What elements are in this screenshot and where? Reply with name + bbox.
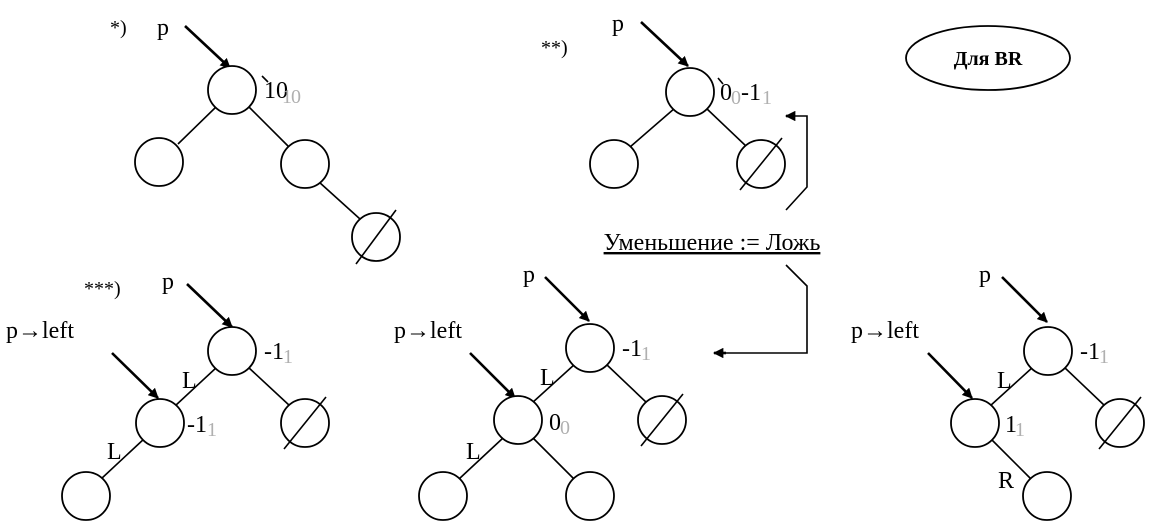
panel-4-root-balance: -1 bbox=[622, 336, 642, 362]
panel-5-edge-root-left bbox=[989, 366, 1034, 407]
panel-1-root-balance-ghost: 1 bbox=[282, 86, 292, 108]
panel-1-edge-right-right bbox=[318, 181, 361, 220]
panel-2-tick bbox=[717, 77, 724, 85]
panel-5-root-node bbox=[1023, 326, 1073, 376]
panel-2-pointer-label: p bbox=[612, 11, 624, 37]
panel-4-null-slash bbox=[640, 393, 684, 447]
panel-4-left-node bbox=[493, 395, 543, 445]
panel-3-null-slash bbox=[283, 396, 327, 450]
panel-4-edge-label-root-left: L bbox=[540, 365, 555, 391]
panel-4: p p→left -1 1 0 0 L L bbox=[394, 262, 687, 521]
panel-1-left-node bbox=[134, 137, 184, 187]
panel-2-edge-root-right bbox=[705, 107, 748, 148]
panel-4-left-balance: 0 bbox=[549, 410, 561, 436]
panel-5-root-balance-ghost: 1 bbox=[1099, 346, 1109, 368]
panel-3-root-balance-ghost: 1 bbox=[283, 346, 293, 368]
panel-3-left-pointer-arrow bbox=[111, 352, 159, 399]
panel-3-edge-root-right bbox=[247, 366, 291, 407]
panel-3-edge-root-left bbox=[174, 366, 218, 407]
panel-2-marker: **) bbox=[541, 37, 568, 59]
panel-5-leftright-node bbox=[1022, 471, 1072, 521]
panel-5-null-slash bbox=[1098, 396, 1142, 450]
panel-4-leftright-node bbox=[565, 471, 615, 521]
panel-5-edge-root-right bbox=[1063, 366, 1106, 407]
panel-2-null-slash bbox=[739, 137, 783, 191]
panel-1-pointer-arrow bbox=[184, 25, 231, 69]
panel-1-right-node bbox=[280, 139, 330, 189]
panel-2-root-balance-old-ghost: 0 bbox=[731, 87, 741, 109]
panel-4-edge-left-right bbox=[532, 437, 575, 480]
panel-4-leftleft-node bbox=[418, 471, 468, 521]
panel-3-marker: ***) bbox=[84, 278, 121, 300]
condition-group: Уменьшение := Ложь bbox=[604, 110, 821, 359]
panel-2-left-node bbox=[589, 139, 639, 189]
panel-1-edge-root-right bbox=[247, 105, 289, 147]
panel-3-edge-left-left bbox=[100, 437, 146, 480]
panel-4-root-balance-ghost: 1 bbox=[641, 343, 651, 365]
panel-2-root-balance-old: 0 bbox=[720, 80, 732, 106]
panel-1-marker: *) bbox=[110, 17, 127, 39]
panel-5-edge-label-root-left: L bbox=[997, 368, 1012, 394]
panel-4-left-balance-ghost: 0 bbox=[560, 417, 570, 439]
condition-label: Уменьшение := Ложь bbox=[604, 230, 821, 256]
panel-1-edge-root-left bbox=[177, 105, 218, 145]
panel-2-root-balance-ghost: 1 bbox=[762, 87, 772, 109]
panel-5-edge-left-right bbox=[990, 438, 1033, 481]
panel-4-pointer-label: p bbox=[523, 262, 535, 288]
panel-3-left-balance-ghost: 1 bbox=[207, 419, 217, 441]
panel-2: **) p 0 0 -1 1 bbox=[541, 11, 786, 191]
panel-2-edge-root-left bbox=[629, 107, 676, 148]
panel-1-root-balance-ghost2: 0 bbox=[291, 86, 301, 108]
panel-1: *) p 1 0 1 0 bbox=[110, 15, 401, 265]
panel-5-left-pointer-label: p→left bbox=[851, 318, 919, 344]
panel-3-pointer-label: p bbox=[162, 269, 174, 295]
panel-5-left-node bbox=[950, 398, 1000, 448]
panel-5-root-balance: -1 bbox=[1080, 339, 1100, 365]
panel-4-pointer-arrow bbox=[544, 276, 590, 322]
panel-1-tick bbox=[261, 75, 269, 83]
panel-1-root-balance-old: 0 bbox=[276, 78, 288, 104]
panel-5-left-balance-ghost: 1 bbox=[1015, 419, 1025, 441]
panel-3-root-node bbox=[207, 326, 257, 376]
panel-3-edge-label-root-left: L bbox=[182, 368, 197, 394]
panel-5-pointer-arrow bbox=[1001, 276, 1048, 323]
panel-5-pointer-label: p bbox=[979, 262, 991, 288]
panel-5-left-pointer-arrow bbox=[927, 352, 973, 399]
panel-4-root-node bbox=[565, 323, 615, 373]
panel-3-left-balance: -1 bbox=[187, 412, 207, 438]
panel-2-root-node bbox=[665, 67, 715, 117]
panel-1-null-slash bbox=[355, 209, 397, 265]
panel-3: ***) p p→left -1 1 -1 1 L L bbox=[6, 269, 330, 521]
connector-up bbox=[785, 115, 808, 211]
panel-3-pointer-arrow bbox=[186, 283, 233, 328]
panel-4-edge-root-left bbox=[531, 363, 576, 404]
panel-3-leftleft-node bbox=[61, 471, 111, 521]
panel-4-edge-label-left-left: L bbox=[466, 439, 481, 465]
panel-4-left-pointer-label: p→left bbox=[394, 318, 462, 344]
panel-5: p p→left -1 1 1 1 L R bbox=[851, 262, 1145, 521]
badge: Для BR bbox=[905, 25, 1071, 91]
panel-3-root-balance: -1 bbox=[264, 339, 284, 365]
panel-3-left-pointer-label: p→left bbox=[6, 318, 74, 344]
panel-5-edge-label-left-right: R bbox=[998, 468, 1014, 494]
panel-5-left-balance: 1 bbox=[1005, 412, 1017, 438]
panel-3-left-node bbox=[135, 398, 185, 448]
panel-2-root-balance: -1 bbox=[741, 80, 761, 106]
badge-ellipse bbox=[905, 25, 1071, 91]
panel-4-left-pointer-arrow bbox=[469, 352, 516, 399]
badge-text: Для BR bbox=[954, 48, 1023, 70]
connector-down bbox=[722, 264, 808, 354]
panel-4-edge-root-right bbox=[605, 363, 648, 404]
panel-2-pointer-arrow bbox=[640, 21, 689, 67]
panel-1-pointer-label: p bbox=[157, 15, 169, 41]
panel-1-root-balance: 1 bbox=[264, 78, 276, 104]
panel-3-edge-label-left-left: L bbox=[107, 439, 122, 465]
panel-4-edge-left-left bbox=[458, 437, 504, 480]
panel-1-root-node bbox=[207, 65, 257, 115]
